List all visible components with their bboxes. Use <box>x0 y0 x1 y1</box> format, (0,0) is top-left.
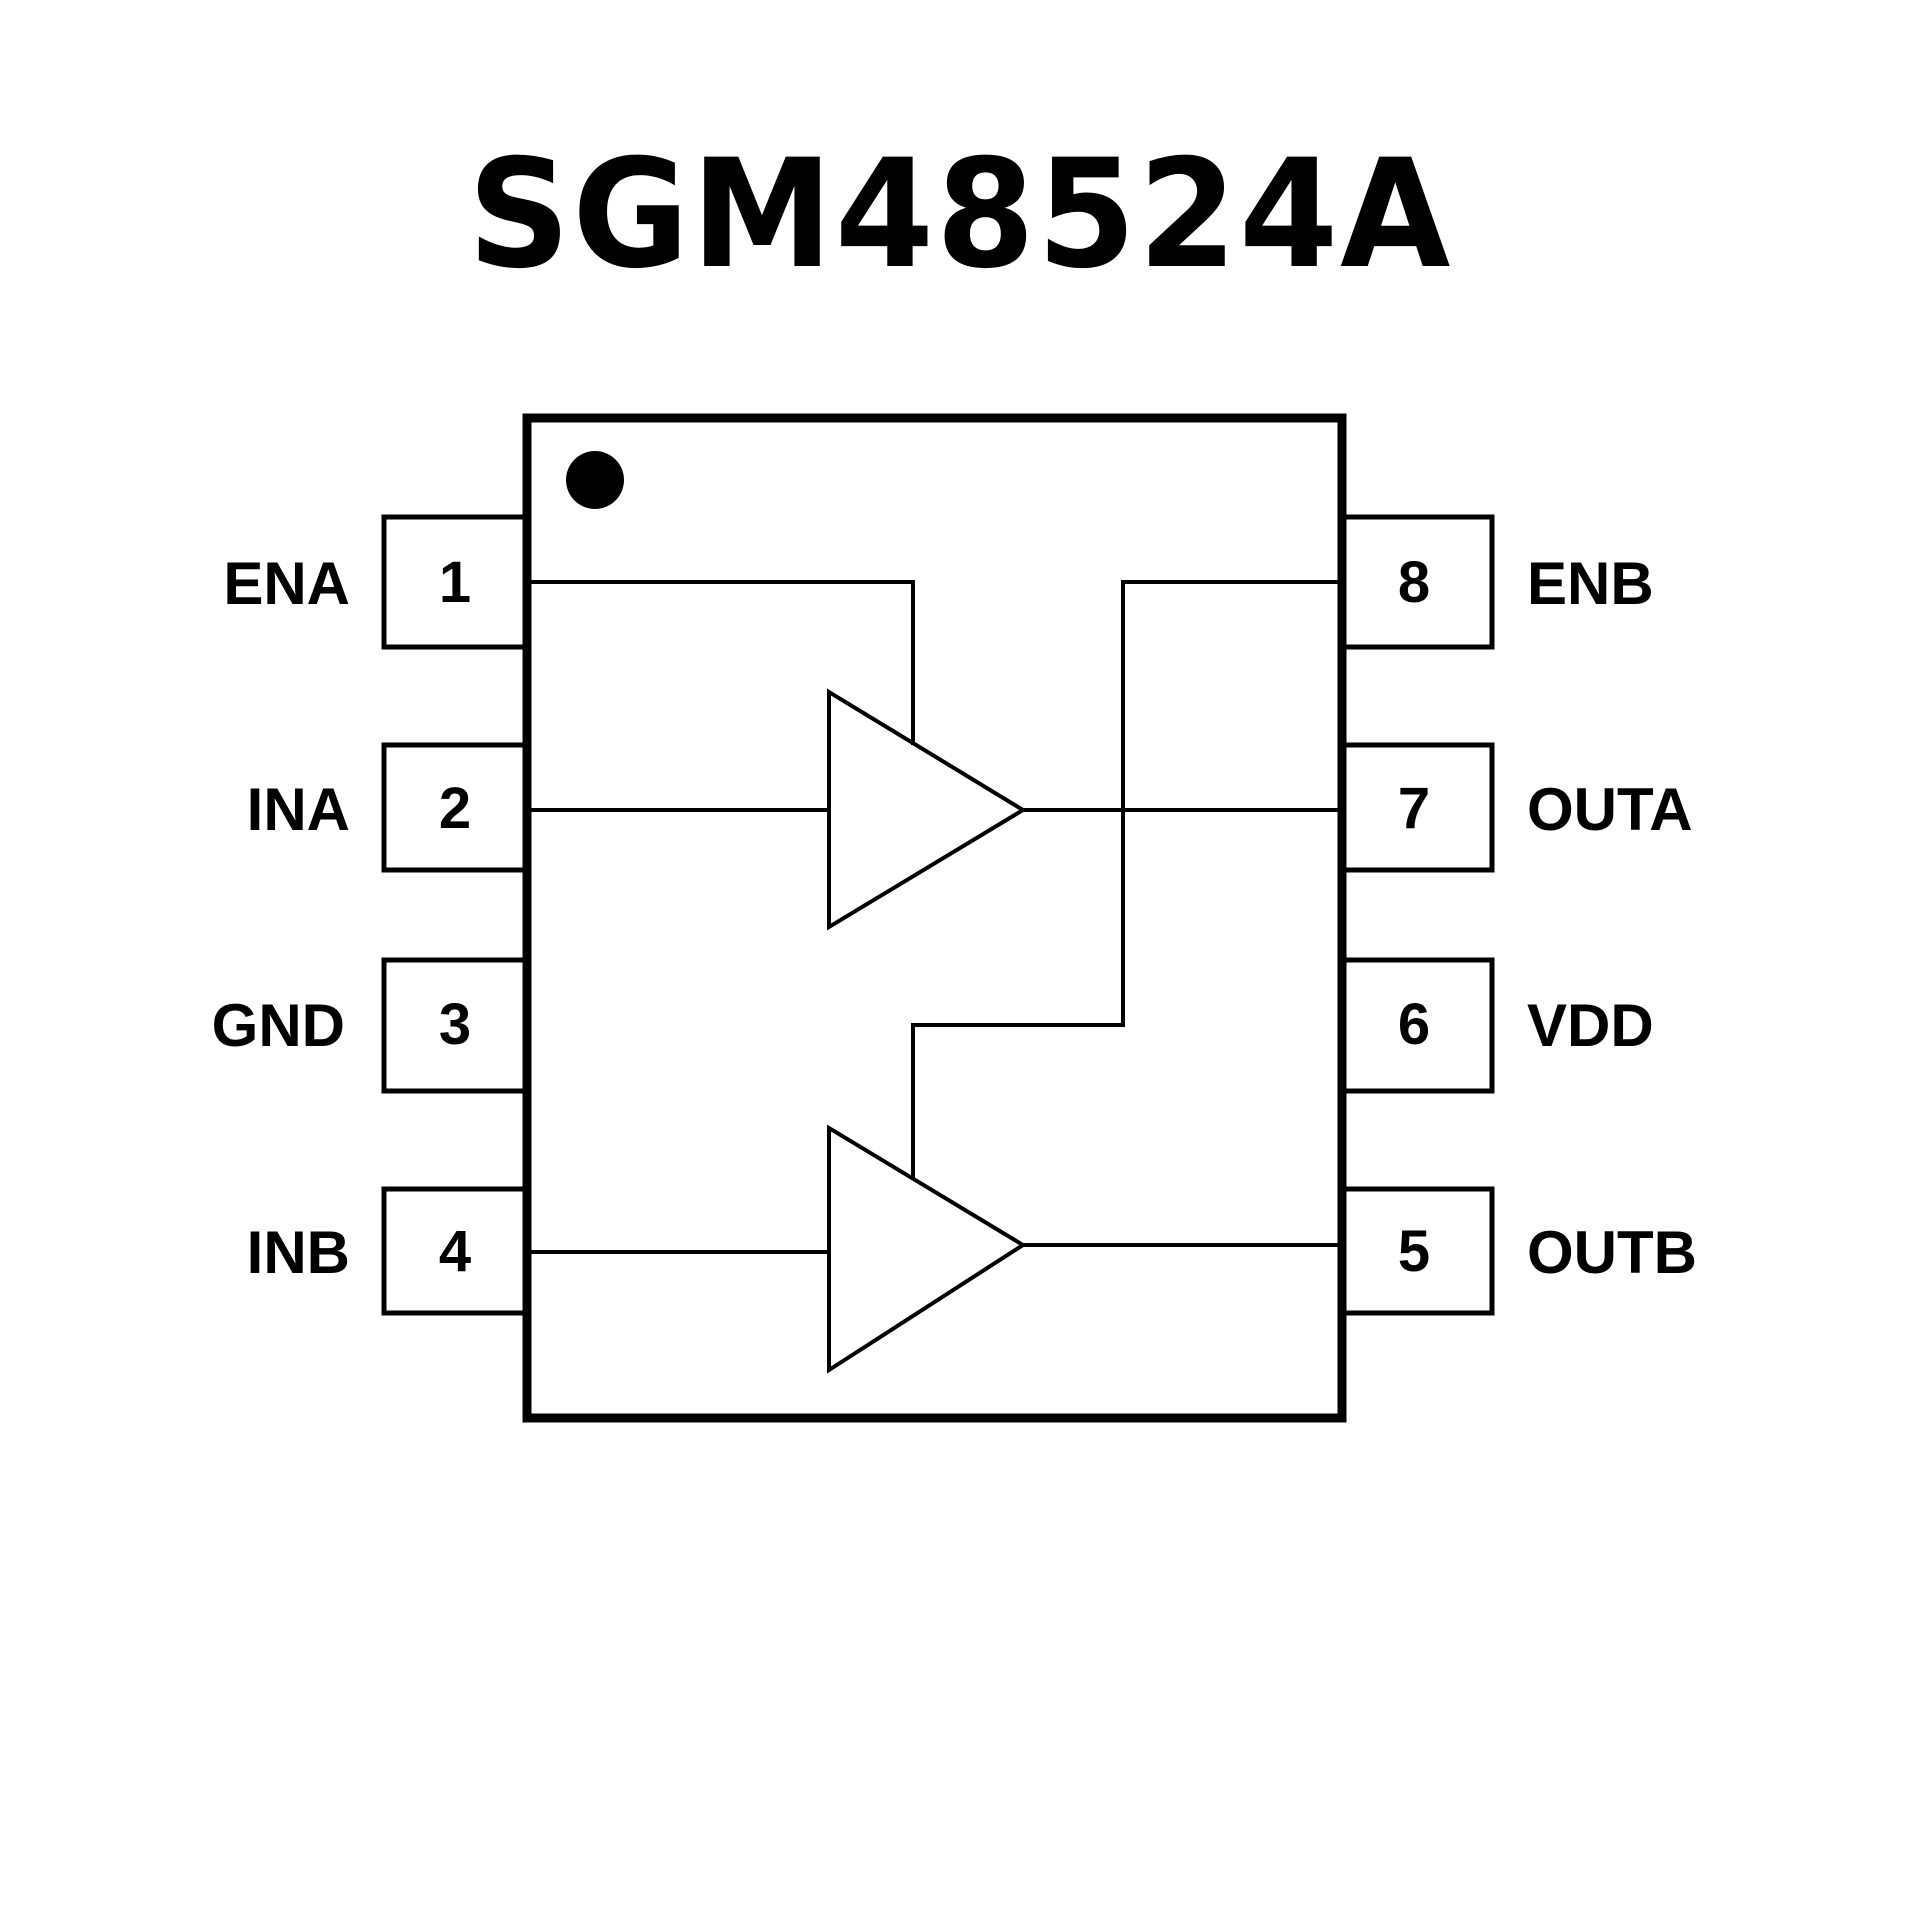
right-pin-5: 5 OUTB <box>1339 1186 1697 1316</box>
wire-ena <box>531 580 915 745</box>
package-body <box>522 413 1347 1423</box>
pin-name: GND <box>212 992 345 1059</box>
right-pin-8: 8 ENB <box>1339 514 1654 650</box>
chip-title: SGM48524A <box>467 128 1453 302</box>
pin-name: OUTA <box>1527 776 1693 843</box>
pin-number: 3 <box>439 992 471 1057</box>
left-pin-1: 1 ENA <box>223 514 530 650</box>
pin-number: 8 <box>1398 550 1430 615</box>
left-pin-4: 4 INB <box>247 1186 530 1316</box>
pin-name: INB <box>247 1219 350 1286</box>
package-body-outline <box>522 413 1347 1423</box>
buffer-b-icon <box>827 1124 1027 1374</box>
wire-enb <box>911 580 1338 1178</box>
pin-name: ENA <box>223 550 350 617</box>
buffer-a-icon <box>827 688 1027 931</box>
right-pin-7: 7 OUTA <box>1339 742 1693 873</box>
pin-1-dot-icon <box>566 451 624 509</box>
pin-number: 4 <box>439 1219 471 1284</box>
pin-number: 6 <box>1398 992 1430 1057</box>
pin-name: VDD <box>1527 992 1654 1059</box>
pin-number: 2 <box>439 776 471 841</box>
pin-number: 1 <box>439 550 471 615</box>
right-pin-6: 6 VDD <box>1339 957 1654 1094</box>
pin-number: 5 <box>1398 1219 1430 1284</box>
pin-name: OUTB <box>1527 1219 1697 1286</box>
left-pin-3: 3 GND <box>212 957 530 1094</box>
pin-name: ENB <box>1527 550 1654 617</box>
pin-name: INA <box>247 776 350 843</box>
pin-number: 7 <box>1398 776 1430 841</box>
left-pin-2: 2 INA <box>247 742 530 873</box>
